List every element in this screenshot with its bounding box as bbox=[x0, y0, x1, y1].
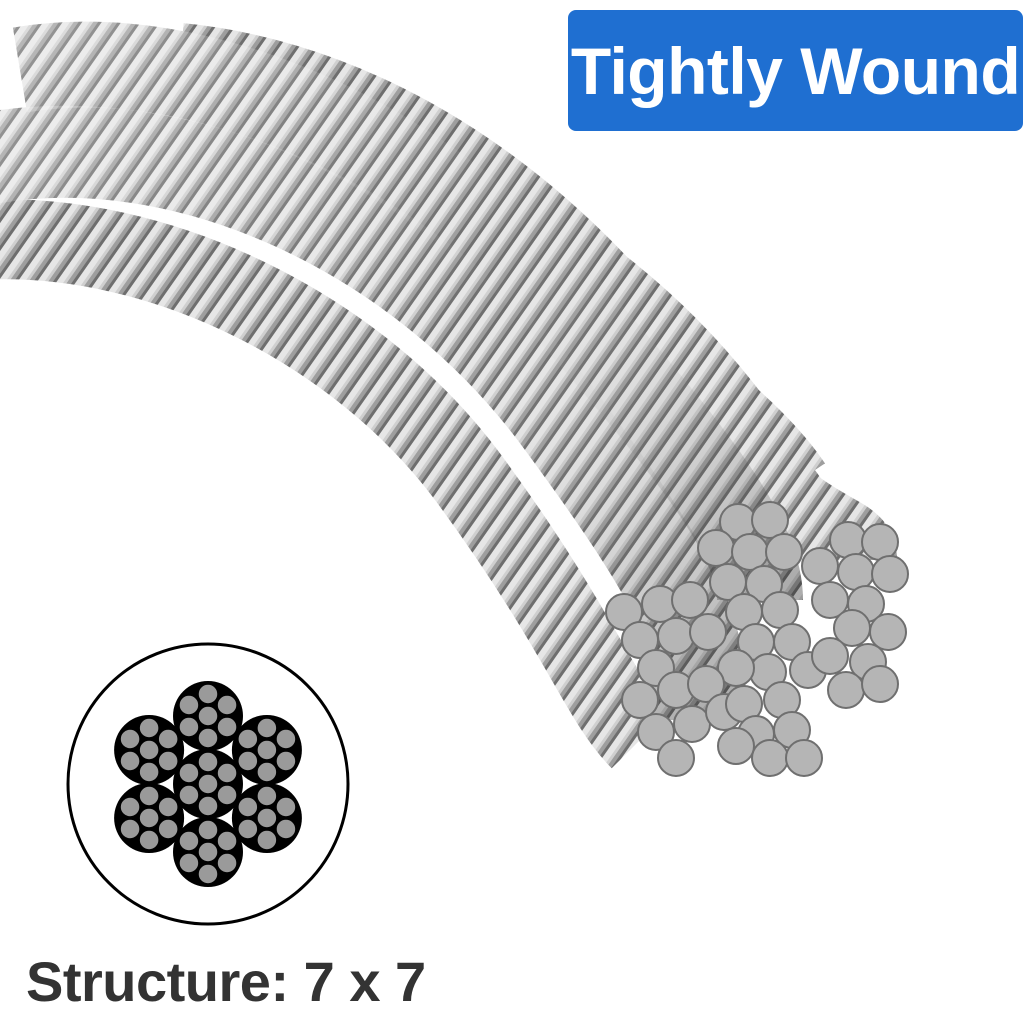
wire-6-4 bbox=[119, 818, 141, 840]
diagram-wires bbox=[119, 683, 297, 885]
wire-6-7 bbox=[157, 796, 179, 818]
rope-cut-end bbox=[605, 501, 909, 777]
wire-7-2 bbox=[157, 750, 179, 772]
badge-text: Tightly Wound bbox=[570, 33, 1021, 108]
wire-5-7 bbox=[216, 830, 238, 852]
wire-6-1 bbox=[138, 807, 160, 829]
wire-6-2 bbox=[157, 818, 179, 840]
wire-5-2 bbox=[216, 852, 238, 874]
wire-1-4 bbox=[178, 784, 200, 806]
wire-4-2 bbox=[275, 818, 297, 840]
tightly-wound-badge: Tightly Wound bbox=[568, 10, 1023, 131]
wire-7-4 bbox=[119, 750, 141, 772]
wire-1-3 bbox=[197, 795, 219, 817]
wire-5-4 bbox=[178, 852, 200, 874]
wire-1-7 bbox=[216, 762, 238, 784]
wire-4-6 bbox=[256, 785, 278, 807]
wire-3-4 bbox=[237, 750, 259, 772]
wire-7-3 bbox=[138, 761, 160, 783]
wire-1-1 bbox=[197, 773, 219, 795]
wire-6-3 bbox=[138, 829, 160, 851]
cross-section-diagram bbox=[66, 642, 350, 926]
wire-4-4 bbox=[237, 818, 259, 840]
wire-2-2 bbox=[216, 716, 238, 738]
wire-5-3 bbox=[197, 863, 219, 885]
wire-5-1 bbox=[197, 841, 219, 863]
wire-2-3 bbox=[197, 727, 219, 749]
wire-5-6 bbox=[197, 819, 219, 841]
wire-2-6 bbox=[197, 683, 219, 705]
wire-4-3 bbox=[256, 829, 278, 851]
wire-7-5 bbox=[119, 728, 141, 750]
wire-2-7 bbox=[216, 694, 238, 716]
wire-3-5 bbox=[237, 728, 259, 750]
wire-7-6 bbox=[138, 717, 160, 739]
wire-2-5 bbox=[178, 694, 200, 716]
wire-4-5 bbox=[237, 796, 259, 818]
structure-label: Structure: 7 x 7 bbox=[26, 950, 426, 1013]
wire-6-5 bbox=[119, 796, 141, 818]
wire-1-2 bbox=[216, 784, 238, 806]
wire-7-1 bbox=[138, 739, 160, 761]
wire-3-1 bbox=[256, 739, 278, 761]
rope-strands bbox=[0, 21, 897, 769]
wire-1-6 bbox=[197, 751, 219, 773]
wire-2-1 bbox=[197, 705, 219, 727]
wire-3-2 bbox=[275, 750, 297, 772]
wire-4-1 bbox=[256, 807, 278, 829]
wire-2-4 bbox=[178, 716, 200, 738]
wire-6-6 bbox=[138, 785, 160, 807]
wire-3-7 bbox=[275, 728, 297, 750]
wire-5-5 bbox=[178, 830, 200, 852]
wire-7-7 bbox=[157, 728, 179, 750]
wire-3-3 bbox=[256, 761, 278, 783]
wire-1-5 bbox=[178, 762, 200, 784]
wire-3-6 bbox=[256, 717, 278, 739]
wire-4-7 bbox=[275, 796, 297, 818]
